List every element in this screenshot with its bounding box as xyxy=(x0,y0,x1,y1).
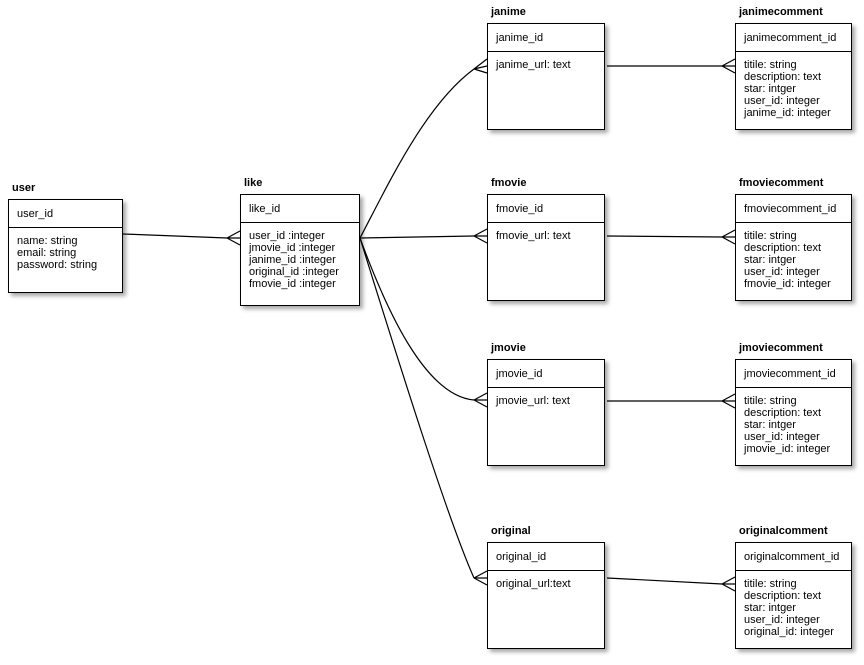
entity-title: janime xyxy=(491,6,526,18)
entity-title: originalcomment xyxy=(739,525,828,537)
entity-like[interactable]: like like_id user_id :integer jmovie_id … xyxy=(240,177,360,306)
entity-box: user_id name: string email: string passw… xyxy=(8,199,123,293)
entity-pk: janime_id xyxy=(488,24,604,52)
entity-pk: jmovie_id xyxy=(488,360,604,388)
entity-box: janime_id janime_url: text xyxy=(487,23,605,130)
entity-fields: name: string email: string password: str… xyxy=(17,235,98,271)
entity-pk: originalcomment_id xyxy=(736,543,851,571)
connection-like-jmovie xyxy=(359,237,488,408)
connection-line xyxy=(606,235,723,238)
entity-box: janimecomment_id titile: string descript… xyxy=(735,23,852,130)
entity-title: fmoviecomment xyxy=(739,177,824,189)
entity-fields: titile: string description: text star: i… xyxy=(744,578,834,638)
entity-original[interactable]: original original_id original_url:text xyxy=(487,525,605,649)
entity-pk: fmovie_id xyxy=(488,195,604,223)
entity-box: fmovie_id fmovie_url: text xyxy=(487,194,605,301)
entity-fields: fmovie_url: text xyxy=(496,230,571,242)
entity-box: original_id original_url:text xyxy=(487,542,605,649)
entity-pk: janimecomment_id xyxy=(736,24,851,52)
crow-foot-icon xyxy=(226,230,241,246)
connection-line xyxy=(359,237,475,401)
connection-like-janime xyxy=(359,58,488,239)
entity-box: jmoviecomment_id titile: string descript… xyxy=(735,359,852,466)
entity-fields: titile: string description: text star: i… xyxy=(744,230,831,290)
entity-fields: original_url:text xyxy=(496,578,571,590)
entity-fmoviecomment[interactable]: fmoviecomment fmoviecomment_id titile: s… xyxy=(735,177,852,301)
entity-fields: jmovie_url: text xyxy=(496,395,570,407)
connection-line xyxy=(359,68,475,239)
entity-pk: fmoviecomment_id xyxy=(736,195,851,223)
entity-jmovie[interactable]: jmovie jmovie_id jmovie_url: text xyxy=(487,342,605,466)
connection-line xyxy=(359,237,475,579)
entity-box: originalcomment_id titile: string descri… xyxy=(735,542,852,649)
entity-title: original xyxy=(491,525,531,537)
connection-original-originalcomment xyxy=(606,576,736,592)
crow-foot-icon xyxy=(721,576,736,592)
entity-box: jmovie_id jmovie_url: text xyxy=(487,359,605,466)
entity-title: user xyxy=(12,182,36,194)
entity-fields: user_id :integer jmovie_id :integer jani… xyxy=(249,230,339,290)
entity-pk: original_id xyxy=(488,543,604,571)
connection-like-original xyxy=(359,237,488,586)
crow-foot-icon xyxy=(721,393,736,409)
connection-like-fmovie xyxy=(359,228,488,244)
connection-user-like xyxy=(122,230,241,246)
connection-jmovie-jmoviecomment xyxy=(607,393,736,409)
entity-pk: user_id xyxy=(9,200,122,228)
connection-line xyxy=(122,233,228,239)
entity-janimecomment[interactable]: janimecomment janimecomment_id titile: s… xyxy=(735,6,852,130)
entity-pk: jmoviecomment_id xyxy=(736,360,851,388)
entity-fmovie[interactable]: fmovie fmovie_id fmovie_url: text xyxy=(487,177,605,301)
entity-originalcomment[interactable]: originalcomment originalcomment_id titil… xyxy=(735,525,852,649)
crow-foot-icon xyxy=(473,392,488,408)
entity-jmoviecomment[interactable]: jmoviecomment jmoviecomment_id titile: s… xyxy=(735,342,852,466)
entity-box: like_id user_id :integer jmovie_id :inte… xyxy=(240,194,360,306)
crow-foot-icon xyxy=(721,229,736,245)
crow-foot-icon xyxy=(473,228,488,244)
entity-title: fmovie xyxy=(491,177,527,189)
connection-line xyxy=(606,577,723,585)
entity-title: jmoviecomment xyxy=(739,342,823,354)
entity-fields: janime_url: text xyxy=(496,59,571,71)
entity-title: jmovie xyxy=(491,342,526,354)
entity-box: fmoviecomment_id titile: string descript… xyxy=(735,194,852,301)
entity-title: janimecomment xyxy=(739,6,823,18)
crow-foot-icon xyxy=(473,570,488,586)
connection-janime-janimecomment xyxy=(607,58,736,74)
connection-fmovie-fmoviecomment xyxy=(606,229,736,245)
entity-user[interactable]: user user_id name: string email: string … xyxy=(8,182,123,293)
entity-fields: titile: string description: text star: i… xyxy=(744,59,831,119)
crow-foot-icon xyxy=(473,58,488,74)
crow-foot-icon xyxy=(721,58,736,74)
connection-line xyxy=(359,235,475,239)
entity-janime[interactable]: janime janime_id janime_url: text xyxy=(487,6,605,130)
entity-pk: like_id xyxy=(241,195,359,223)
entity-fields: titile: string description: text star: i… xyxy=(744,395,831,455)
entity-title: like xyxy=(244,177,263,189)
